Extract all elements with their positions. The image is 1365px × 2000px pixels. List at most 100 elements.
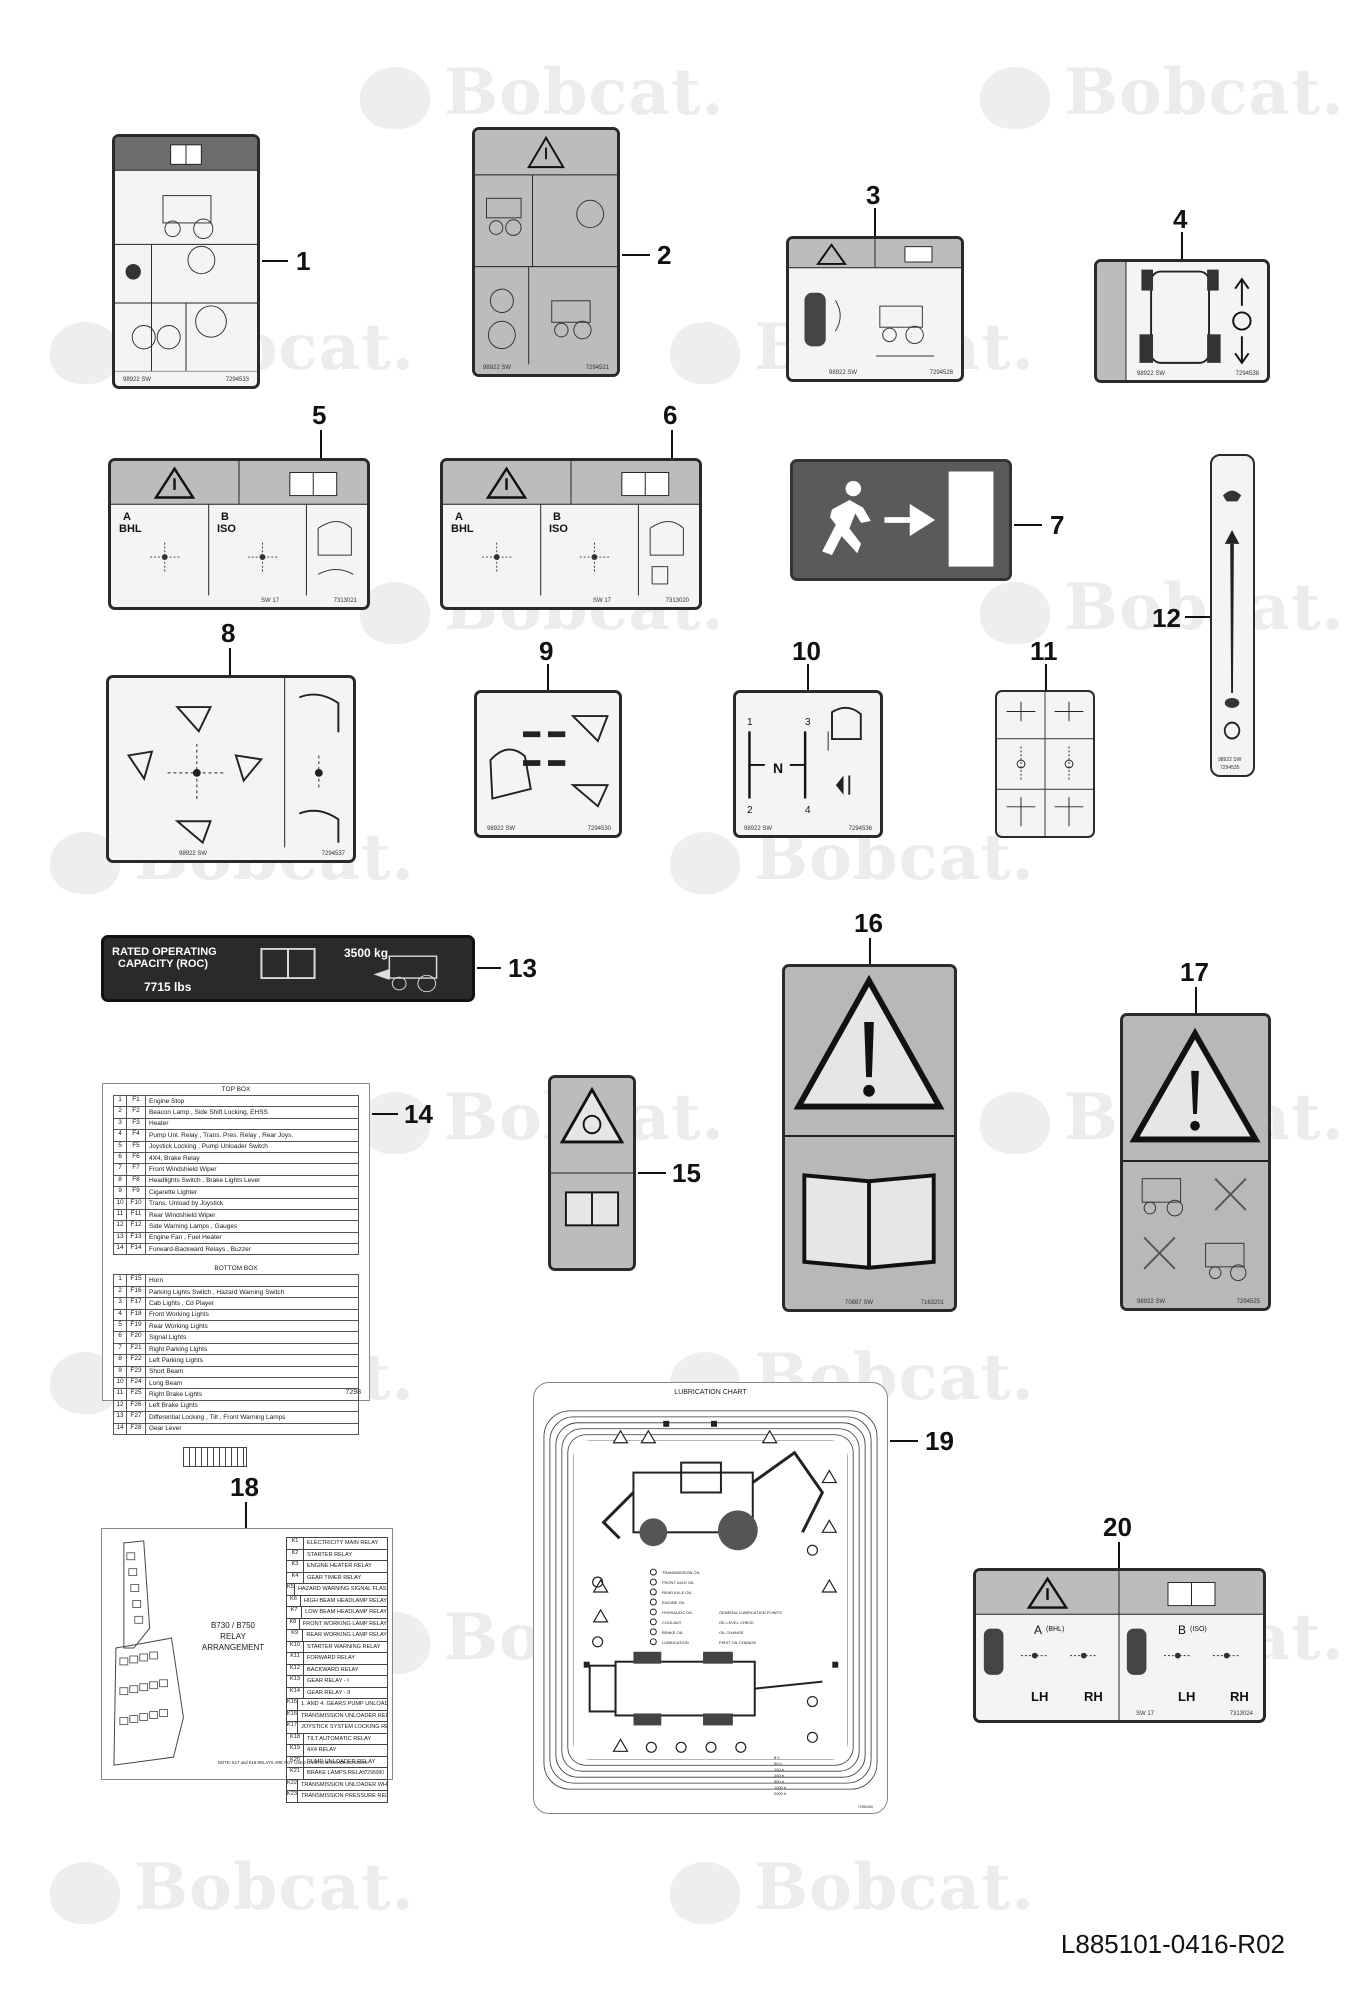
fuse-description: Headlights Switch , Brake Lights Lever bbox=[149, 1177, 261, 1185]
fuse-description: Right Parking Lights bbox=[149, 1345, 208, 1353]
callout-16: 16 bbox=[854, 908, 883, 938]
leader-line bbox=[638, 1172, 666, 1174]
fuse-code: F26 bbox=[127, 1400, 146, 1412]
relay-description: STARTER WARNING RELAY bbox=[307, 1643, 381, 1650]
decal-11 bbox=[995, 690, 1095, 838]
callout-12: 12 bbox=[1152, 603, 1181, 633]
legend-item: COOLANT bbox=[662, 1620, 682, 1625]
fuse-index: 12 bbox=[114, 1400, 127, 1412]
fuse-code: F28 bbox=[127, 1423, 146, 1434]
decal-8: 98922 SW 7294537 bbox=[106, 675, 356, 863]
fuse-index: 4 bbox=[114, 1309, 127, 1320]
position-2: 2 bbox=[747, 805, 753, 816]
fuse-description: Trans. Unload by Joystick bbox=[149, 1200, 224, 1208]
legend-item: ENGINE OIL bbox=[662, 1600, 685, 1605]
relay-code: K22 bbox=[287, 1779, 298, 1790]
callout-17: 17 bbox=[1180, 957, 1209, 987]
part-code: SW 17 bbox=[261, 598, 280, 604]
fuse-description: 4X4, Brake Relay bbox=[149, 1154, 200, 1162]
fuse-code: F2 bbox=[127, 1107, 146, 1118]
leader-line bbox=[1118, 1542, 1120, 1568]
section-a-label: BHL bbox=[119, 523, 142, 535]
relay-description: HAZARD WARNING SIGNAL FLASHER bbox=[297, 1586, 387, 1593]
section-a: A bbox=[123, 511, 131, 523]
fuse-description: Front Windshield Wiper bbox=[149, 1166, 217, 1174]
fuse-description: Rear Windshield Wiper bbox=[149, 1211, 216, 1219]
watermark: Bobcat. bbox=[670, 1850, 1035, 1925]
fuse-index: 2 bbox=[114, 1107, 127, 1118]
relay-code: K11 bbox=[287, 1653, 304, 1664]
section-a: A bbox=[1034, 1623, 1043, 1637]
fuse-description: Beacon Lamp , Side Shift Locking, EHSS bbox=[149, 1109, 268, 1117]
callout-8: 8 bbox=[221, 618, 236, 648]
legend-item: OIL CHANGE bbox=[719, 1630, 744, 1635]
fuse-code: F18 bbox=[127, 1309, 146, 1320]
fuse-index: 10 bbox=[114, 1198, 127, 1209]
roc-title-line1: RATED OPERATING bbox=[112, 946, 217, 958]
legend-item: HYDRAULIC OIL bbox=[662, 1610, 693, 1615]
relay-description: ELECTRICITY MAIN RELAY bbox=[307, 1540, 379, 1547]
fuse-index: 10 bbox=[114, 1377, 127, 1389]
legend-item: OIL LEVEL CHECK bbox=[719, 1620, 754, 1625]
legend-item: LUBRICATION bbox=[662, 1640, 689, 1645]
fuse-description: Left Brake Lights bbox=[149, 1402, 198, 1410]
leader-line bbox=[671, 430, 673, 458]
relay-code: K19 bbox=[287, 1745, 304, 1756]
fuse-code: F4 bbox=[127, 1130, 146, 1141]
callout-3: 3 bbox=[866, 180, 881, 210]
fuse-index: 4 bbox=[114, 1130, 127, 1141]
right-hand-label: RH bbox=[1230, 1689, 1249, 1704]
part-number: 7294530 bbox=[587, 826, 611, 832]
relay-code: K16 bbox=[287, 1710, 298, 1721]
fuse-index: 11 bbox=[114, 1209, 127, 1221]
relay-description: GEAR RELAY - II bbox=[307, 1689, 351, 1696]
decal-15 bbox=[548, 1075, 636, 1271]
relay-description: 1. AND 4. GEARS PUMP UNLOADER RELAY bbox=[300, 1701, 387, 1708]
callout-15: 15 bbox=[672, 1158, 701, 1188]
relay-code: K14 bbox=[287, 1687, 304, 1698]
fuse-code: F24 bbox=[127, 1377, 146, 1389]
relay-description: STARTER RELAY bbox=[307, 1551, 353, 1558]
relay-description: TRANSMISSION UNLOADER RELAY bbox=[300, 1712, 387, 1719]
fuse-code: F23 bbox=[127, 1366, 146, 1377]
fuse-index: 6 bbox=[114, 1332, 127, 1343]
fuse-description: Signal Lights bbox=[149, 1334, 187, 1342]
part-number: 7294538 bbox=[1235, 371, 1259, 377]
leader-line bbox=[229, 648, 231, 675]
fuse-index: 8 bbox=[114, 1175, 127, 1187]
part-code: 98922 SW bbox=[1137, 1299, 1166, 1305]
fuse-index: 11 bbox=[114, 1389, 127, 1400]
callout-11: 11 bbox=[1030, 636, 1058, 666]
part-number: 7296080 bbox=[857, 1804, 873, 1809]
fuse-index: 14 bbox=[114, 1423, 127, 1434]
fuse-index: 13 bbox=[114, 1232, 127, 1244]
fuse-description: Gear Lever bbox=[149, 1425, 182, 1433]
section-a-label: (BHL) bbox=[1046, 1626, 1065, 1633]
